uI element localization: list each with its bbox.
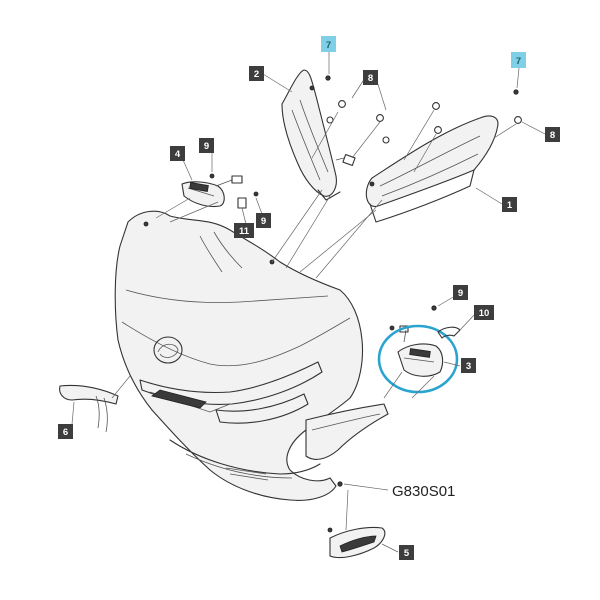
callouts: 1 2 3 4 5 6 7 7 bbox=[58, 36, 560, 560]
part-2-left-side-light bbox=[281, 69, 356, 201]
svg-text:4: 4 bbox=[175, 149, 181, 160]
callout-7-left: 7 bbox=[321, 36, 336, 52]
svg-text:7: 7 bbox=[326, 40, 331, 51]
callout-8-right: 8 bbox=[545, 127, 560, 142]
part-6-side-reflector bbox=[59, 384, 119, 433]
svg-text:9: 9 bbox=[204, 141, 209, 152]
callout-1: 1 bbox=[502, 197, 517, 212]
part-10-bracket bbox=[437, 326, 461, 339]
side-spoiler bbox=[305, 403, 389, 460]
part-4-position-light bbox=[181, 175, 243, 208]
part-3-position-light bbox=[377, 324, 459, 394]
callout-9-mid-left: 9 bbox=[256, 213, 271, 228]
diagram-code: G830S01 bbox=[392, 483, 455, 500]
svg-text:11: 11 bbox=[239, 226, 250, 237]
svg-text:5: 5 bbox=[404, 548, 410, 559]
svg-text:3: 3 bbox=[466, 361, 471, 372]
svg-text:8: 8 bbox=[550, 130, 555, 141]
callout-8-top: 8 bbox=[363, 70, 378, 85]
callout-2: 2 bbox=[249, 66, 264, 81]
callout-3: 3 bbox=[461, 358, 476, 373]
svg-text:8: 8 bbox=[368, 73, 373, 84]
callout-11: 11 bbox=[234, 223, 254, 238]
svg-text:9: 9 bbox=[261, 216, 266, 227]
svg-text:2: 2 bbox=[254, 69, 259, 80]
svg-text:10: 10 bbox=[479, 308, 490, 319]
leader-lines bbox=[71, 52, 546, 553]
callout-5: 5 bbox=[399, 545, 414, 560]
part-5-lower-reflector bbox=[327, 526, 386, 559]
svg-text:6: 6 bbox=[63, 427, 68, 438]
callout-4: 4 bbox=[170, 146, 185, 161]
fasteners bbox=[209, 75, 522, 331]
svg-text:7: 7 bbox=[516, 56, 521, 67]
part-1-right-side-light bbox=[365, 115, 499, 223]
callout-9-right: 9 bbox=[453, 285, 468, 300]
front-fairing bbox=[114, 210, 364, 501]
callout-10: 10 bbox=[474, 305, 494, 320]
callout-7-right: 7 bbox=[511, 52, 526, 68]
svg-text:9: 9 bbox=[458, 288, 463, 299]
callout-6: 6 bbox=[58, 424, 73, 439]
svg-text:1: 1 bbox=[507, 200, 513, 211]
callout-9-top-left: 9 bbox=[199, 138, 214, 153]
